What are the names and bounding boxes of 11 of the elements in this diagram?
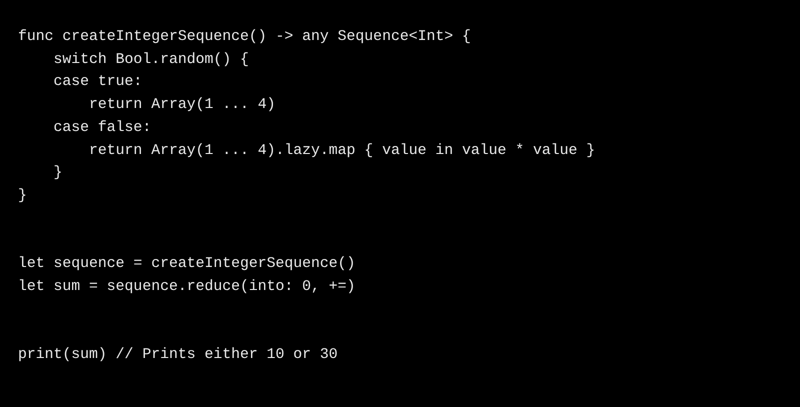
code-line: case true: [52, 73, 142, 92]
code-line: return Array(1 ... 4) [88, 96, 276, 116]
code-line: } [18, 186, 27, 206]
code-line: let sequence = createIntegerSequence() [18, 255, 356, 274]
code-line: case false: [52, 118, 152, 138]
code-line: func createIntegerSequence() -> any Sequence<Int> { [18, 28, 471, 47]
code-line: return Array(1 ... 4).lazy.map { value in value * value } [88, 142, 596, 160]
code-line: let sum = sequence.reduce(into: 0, +=) [18, 278, 356, 297]
code-line: } [52, 164, 62, 184]
code-line: print(sum) // Prints either 10 or 30 [18, 346, 338, 365]
code-line: switch Bool.random() { [52, 50, 249, 70]
